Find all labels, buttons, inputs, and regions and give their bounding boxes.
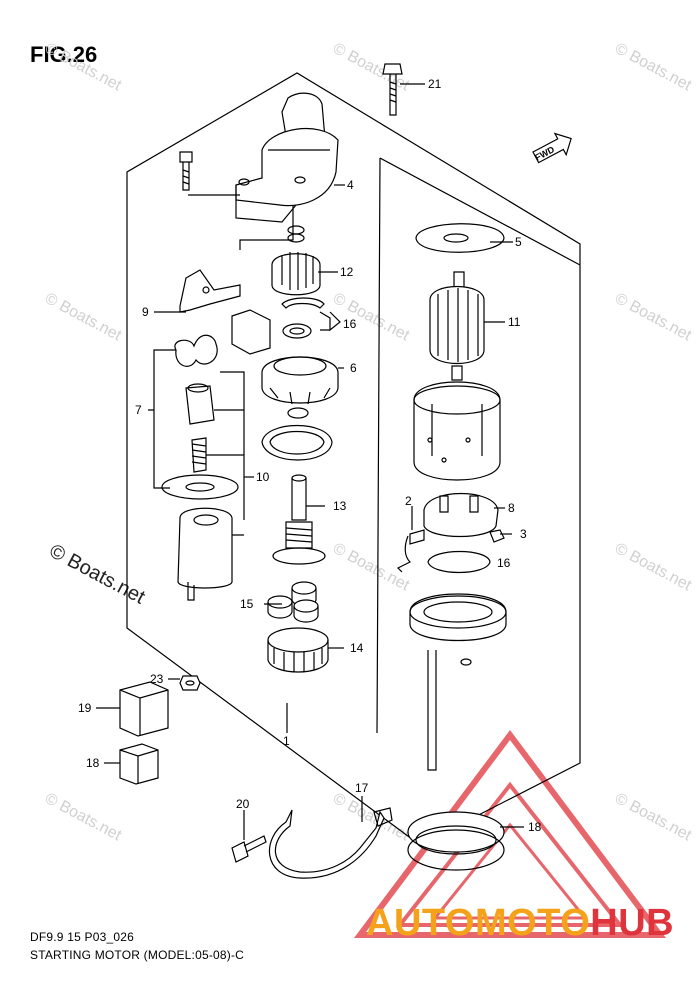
brand-logo: AUTOMOTOHUB bbox=[366, 902, 674, 945]
callout-17: 17 bbox=[355, 781, 369, 795]
seals bbox=[261, 407, 333, 461]
assembly-outline bbox=[126, 72, 581, 846]
callout-12: 12 bbox=[340, 265, 354, 279]
part-14-ring-gear bbox=[267, 627, 329, 673]
brand-logo-part2: HUB bbox=[590, 902, 675, 944]
callout-11: 11 bbox=[508, 315, 521, 329]
part-19-relay bbox=[119, 743, 159, 785]
callout-18: 18 bbox=[528, 820, 542, 834]
callout-6: 6 bbox=[350, 361, 357, 375]
part-15-gears bbox=[267, 581, 319, 623]
part-6-bracket bbox=[261, 356, 339, 405]
callout-7: 7 bbox=[135, 403, 142, 417]
figure-code: DF9.9 15 P03_026 bbox=[30, 930, 134, 944]
callout-16: 16 bbox=[343, 317, 357, 331]
part-21-bolt bbox=[231, 835, 267, 863]
part-18-band bbox=[407, 811, 505, 871]
part-3-nut bbox=[489, 529, 505, 543]
part-16-clips bbox=[281, 297, 325, 339]
callout-13: 13 bbox=[333, 499, 347, 513]
callout-9: 9 bbox=[142, 305, 149, 319]
part-11-armature bbox=[429, 271, 485, 381]
brand-logo-part1: AUTOMOTO bbox=[366, 902, 591, 944]
part-8-brush-holder bbox=[423, 493, 499, 538]
callout-15: 15 bbox=[240, 597, 254, 611]
part-13-shaft bbox=[272, 474, 326, 565]
fwd-arrow bbox=[532, 132, 572, 164]
part-22-bolt bbox=[382, 63, 403, 116]
part-12-pinion bbox=[271, 225, 321, 296]
part-5-plate bbox=[415, 223, 505, 253]
callout-22: 21 bbox=[428, 77, 442, 91]
callout-23: 23 bbox=[150, 672, 164, 686]
yoke bbox=[413, 381, 501, 481]
part-2-brush bbox=[396, 529, 425, 573]
callout-8: 8 bbox=[508, 501, 515, 515]
callout-20: 19 bbox=[78, 701, 92, 715]
callout-19: 18 bbox=[86, 756, 100, 770]
callout-10: 10 bbox=[256, 470, 270, 484]
figure-title: FIG.26 bbox=[30, 42, 98, 67]
part-17-clamp bbox=[268, 807, 393, 879]
inner-outline bbox=[376, 157, 581, 734]
figure-caption: STARTING MOTOR (MODEL:05-08)-C bbox=[30, 948, 245, 962]
callout-16b: 16 bbox=[497, 556, 511, 570]
callout-21: 20 bbox=[236, 797, 250, 811]
callout-14: 14 bbox=[350, 641, 364, 655]
callout-4: 4 bbox=[347, 178, 354, 192]
part-7-solenoid-kit bbox=[161, 309, 271, 601]
callout-3: 3 bbox=[520, 527, 527, 541]
part-4-bolt bbox=[179, 151, 193, 191]
part-20-relay bbox=[119, 681, 169, 737]
part-9-lever bbox=[179, 269, 241, 313]
rear-housing bbox=[409, 593, 507, 771]
callout-2: 2 bbox=[405, 494, 412, 508]
part-4-cover bbox=[235, 92, 339, 223]
callout-5: 5 bbox=[515, 235, 522, 249]
callout-1: 1 bbox=[283, 734, 290, 748]
part-23-nut bbox=[179, 675, 201, 691]
part-16-washer bbox=[427, 550, 491, 574]
